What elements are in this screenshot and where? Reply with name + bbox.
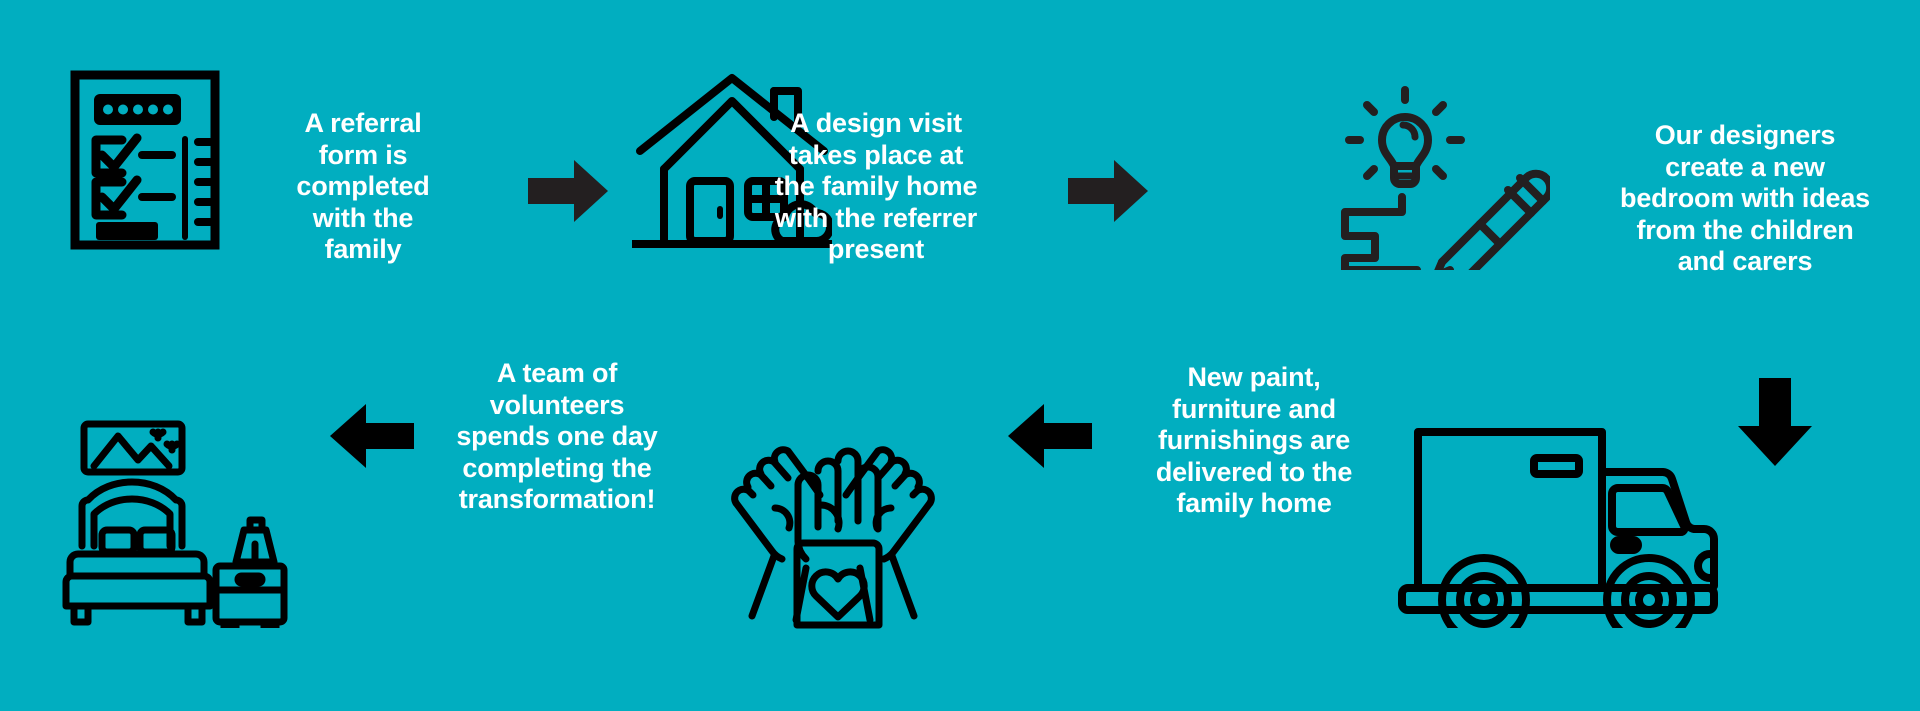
arrow-left-icon <box>1008 404 1092 468</box>
delivery-truck-icon <box>1398 418 1718 646</box>
step-1-caption: A referral form is completed with the fa… <box>296 108 430 265</box>
step-2-caption: A design visit takes place at the family… <box>774 108 978 265</box>
arrow-left-icon <box>330 404 414 468</box>
checklist-form-icon <box>70 70 220 255</box>
arrow-down-icon <box>1738 378 1812 466</box>
arrow-right-icon <box>1068 160 1148 222</box>
arrow-right-icon <box>528 160 608 222</box>
step-4-caption: New paint, furniture and furnishings are… <box>1155 362 1353 519</box>
step-5-caption: A team of volunteers spends one day comp… <box>456 358 658 515</box>
lightbulb-pencil-design-icon <box>1330 80 1555 280</box>
step-3-caption: Our designers create a new bedroom with … <box>1620 120 1870 277</box>
raised-hands-heart-icon <box>718 415 948 640</box>
bedroom-bed-icon <box>56 418 296 633</box>
house-icon <box>628 73 836 258</box>
